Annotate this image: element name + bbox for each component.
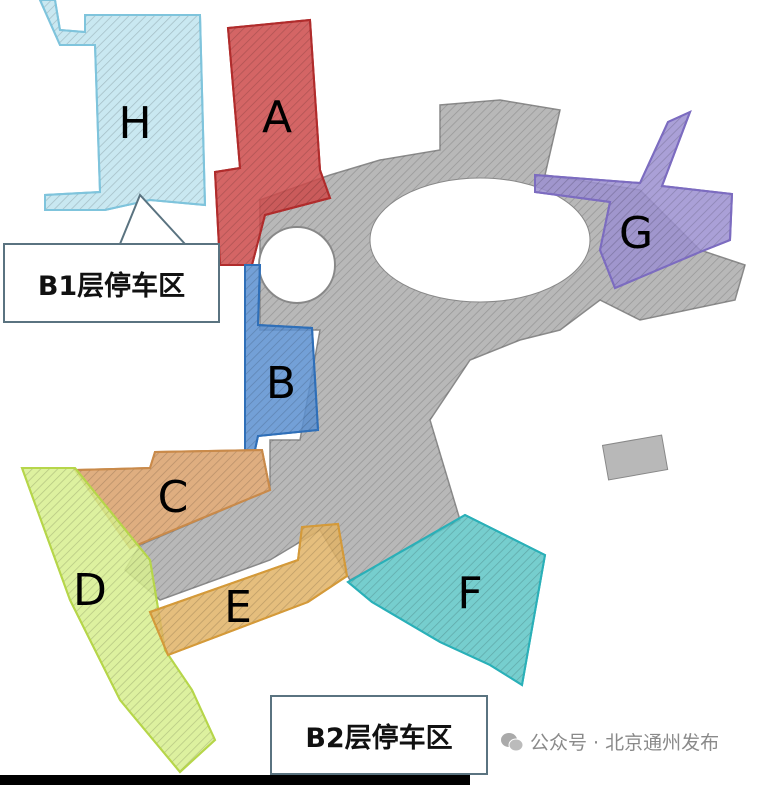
zone-label-g: G — [619, 208, 653, 259]
outbuilding — [601, 434, 669, 481]
b1-callout-pointer — [119, 193, 186, 245]
parking-zone-hatch-g — [534, 110, 734, 290]
parking-zone-hatch-a — [213, 18, 332, 266]
parking-zone-hatch-d — [20, 467, 217, 774]
central-plaza — [369, 177, 591, 303]
parking-zone-hatch-f — [346, 513, 547, 687]
zone-label-h: H — [118, 98, 151, 149]
watermark: 公众号 · 北京通州发布 — [500, 728, 719, 755]
bottom-bar — [0, 775, 470, 785]
parking-zone-hatch-e — [148, 522, 349, 657]
zone-label-c: C — [158, 472, 189, 523]
watermark-text: 公众号 · 北京通州发布 — [530, 732, 720, 754]
zone-labels: H A B C D E F G — [73, 92, 653, 633]
b1-parking-label: B1层停车区 — [3, 243, 220, 323]
parking-zone-hatch-h — [38, 0, 207, 211]
zone-label-a: A — [262, 92, 292, 143]
zone-label-d: D — [73, 565, 107, 616]
b2-parking-label: B2层停车区 — [270, 695, 488, 775]
mall-structure — [124, 99, 746, 601]
b1-label-text: B1层停车区 — [37, 270, 186, 302]
zone-label-b: B — [266, 358, 296, 409]
zone-label-f: F — [457, 568, 482, 619]
round-atrium — [258, 226, 336, 304]
zone-label-e: E — [224, 582, 252, 633]
b2-label-text: B2层停车区 — [305, 722, 453, 754]
wechat-icon — [501, 732, 524, 751]
